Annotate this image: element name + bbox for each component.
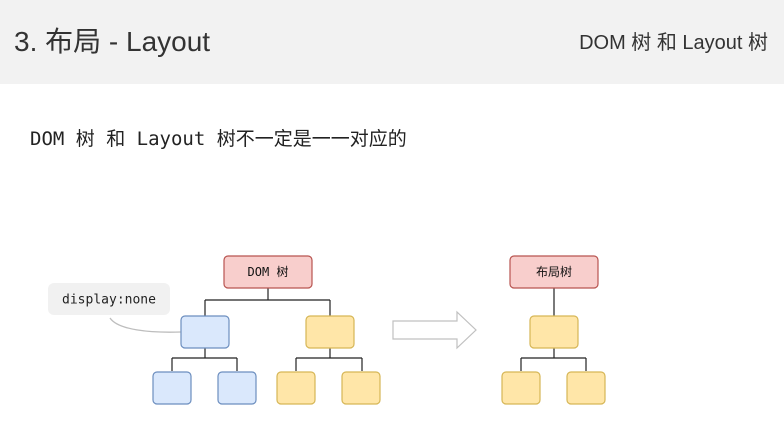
transform-arrow-icon (392, 310, 477, 350)
visible-child-node (276, 371, 316, 405)
layout-child-node (566, 371, 606, 405)
page-title: 3. 布局 - Layout (14, 26, 211, 57)
hidden-node (180, 315, 230, 349)
header-bar: 3. 布局 - Layout DOM 树 和 Layout 树 (0, 0, 784, 84)
slide-subtitle: DOM 树 和 Layout 树不一定是一一对应的 (30, 128, 407, 150)
dom-tree-root-label: DOM 树 (248, 264, 289, 279)
dom-tree-root (223, 255, 313, 289)
display-none-note-text: display:none (62, 293, 156, 308)
visible-child-node (341, 371, 381, 405)
layout-tree-root (509, 255, 599, 289)
layout-child-node (501, 371, 541, 405)
section-tag: DOM 树 和 Layout 树 (579, 32, 768, 54)
hidden-child-node (152, 371, 192, 405)
layout-node (529, 315, 579, 349)
visible-node (305, 315, 355, 349)
display-none-note (48, 283, 170, 315)
layout-tree-connectors (520, 288, 587, 371)
dom-tree-connectors (171, 288, 363, 371)
note-pointer-line (109, 317, 182, 333)
hidden-child-node (217, 371, 257, 405)
layout-tree-root-label: 布局树 (536, 264, 572, 279)
